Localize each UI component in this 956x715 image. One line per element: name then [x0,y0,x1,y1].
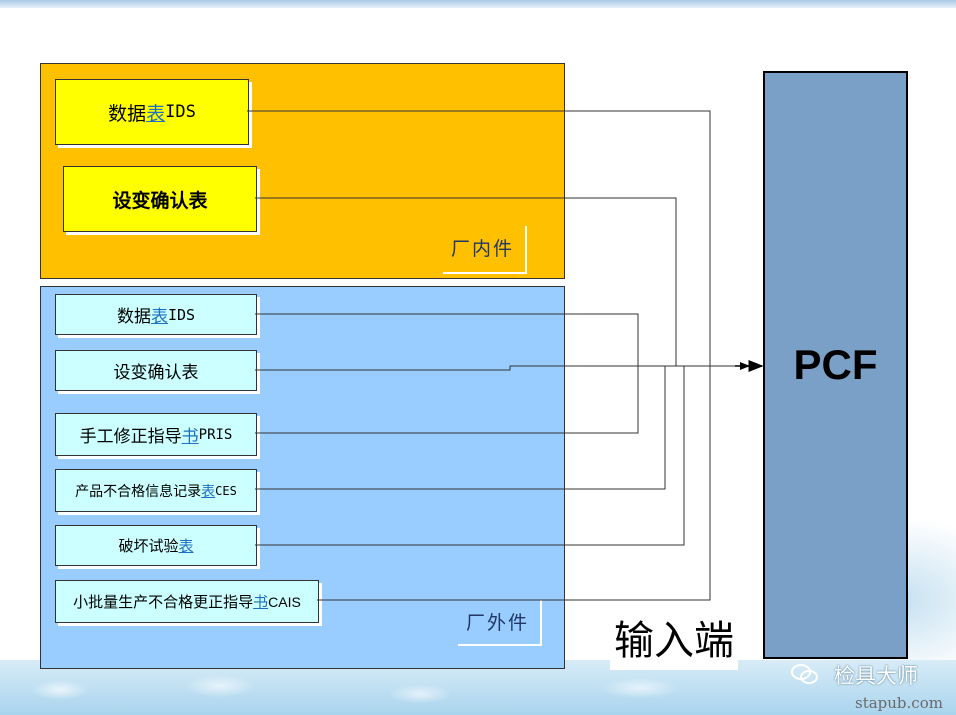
outside-label-corner [458,600,542,646]
box-text: 数据 [116,307,151,327]
box-text: 数据 [108,102,147,125]
arrow-tail-icon [740,362,750,370]
box-suffix: IDS [167,305,196,324]
box-link-text: 表 [178,537,194,555]
connector-manual-correction [255,366,639,434]
outside-ids-box: 数据表 IDS [55,294,257,335]
outside-change-confirm-box: 设变确认表 [55,350,257,391]
pcf-label: PCF [793,341,878,388]
connector-inside-ids [247,110,711,366]
box-link-text: 表 [146,102,166,125]
box-text: 手工修正指导 [79,427,182,447]
inside-label-corner [443,226,527,274]
connector-destructive-test [255,366,685,546]
box-link-text: 书 [253,593,269,611]
inside-ids-box: 数据表 IDS [55,79,249,145]
box-text: 设变确认表 [112,189,208,212]
manual-correction-box: 手工修正指导书 PRIS [55,413,257,456]
connector-inside-change [255,197,677,366]
connector-outside-ids [255,313,639,366]
inside-parts-label: 厂内件 [451,238,515,260]
top-banner [0,0,956,8]
connector-outside-change [255,365,655,371]
outside-parts-label: 厂外件 [466,612,530,634]
box-suffix: PRIS [198,426,233,443]
box-suffix: CES [215,483,237,498]
box-text: 小批量生产不合格更正指导 [73,593,254,611]
box-link-text: 表 [201,483,216,500]
pcf-box: PCF [763,71,908,659]
connector-small-batch [317,366,711,601]
box-suffix: IDS [165,102,196,122]
box-text: 设变确认表 [113,363,199,383]
nonconformity-record-box: 产品不合格信息记录表 CES [55,469,257,512]
box-text: 产品不合格信息记录 [75,483,202,500]
inside-change-confirm-box: 设变确认表 [63,166,257,232]
wechat-icon [791,664,818,684]
watermark-url: stapub.com [855,694,943,712]
box-link-text: 书 [181,427,199,447]
connector-nonconformity [255,366,666,490]
bottom-banner [0,660,956,715]
input-end-caption: 输入端 [610,612,738,670]
box-text: 破坏试验 [118,537,179,555]
box-suffix: CAIS [268,593,301,610]
watermark-name: 检具大师 [834,664,918,688]
destructive-test-box: 破坏试验表 [55,525,257,566]
small-batch-correction-box: 小批量生产不合格更正指导书 CAIS [55,580,319,623]
box-link-text: 表 [150,307,168,327]
